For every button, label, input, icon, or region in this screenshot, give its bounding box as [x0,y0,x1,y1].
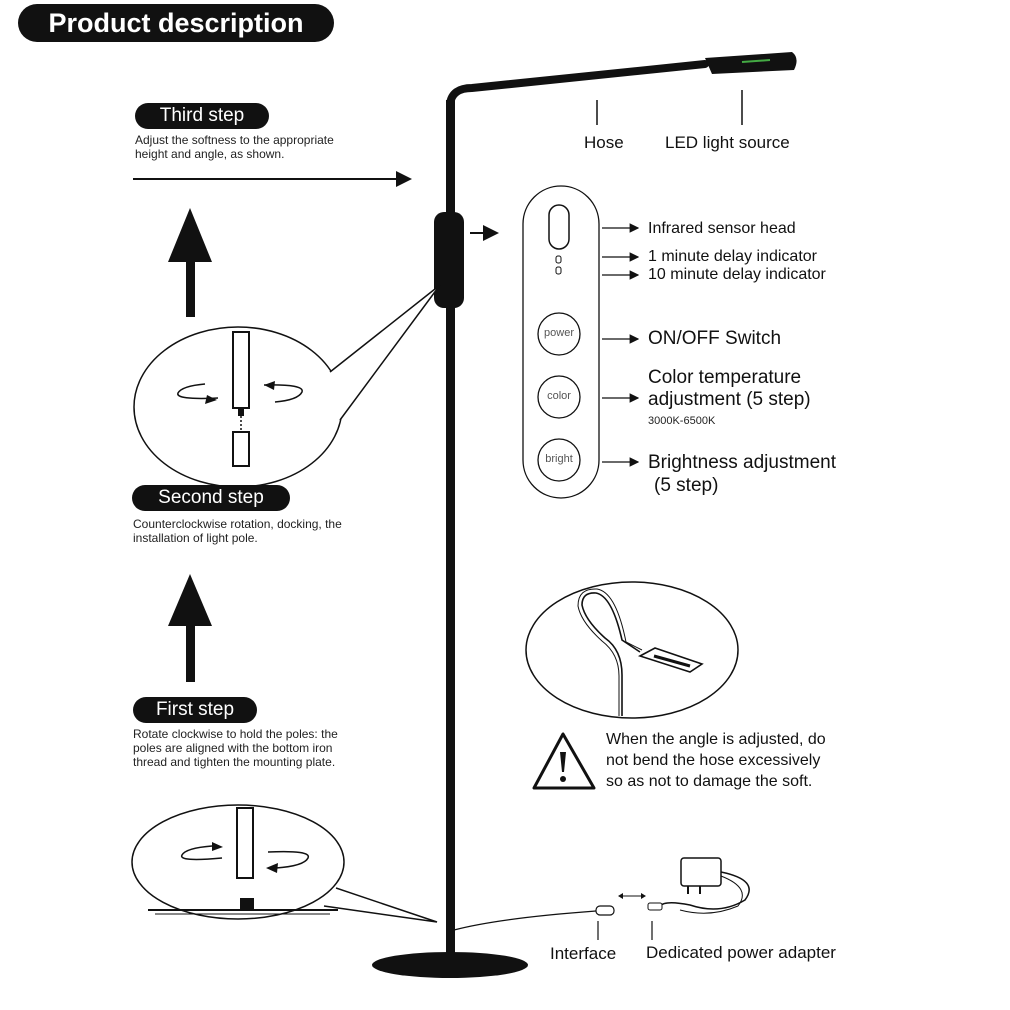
up-arrow-icon [168,208,212,317]
adapter-label: Dedicated power adapter [646,943,836,962]
color-temp-label-1: Color temperature [648,367,802,388]
third-step-text: Adjust the softness to the appropriate h… [135,133,334,161]
lamp-pole [446,100,455,965]
warning-icon [532,732,596,790]
brightness-label-1: Brightness adjustment [648,452,836,473]
page-title: Product description [18,4,334,42]
color-button-label: color [547,390,571,402]
delay1-label: 1 minute delay indicator [648,248,817,265]
second-step-callout [133,284,441,488]
interface-plug [595,905,615,916]
infrared-sensor-icon [548,204,570,250]
led-head [705,52,797,74]
power-button-label: power [544,327,574,339]
indicator-1min-icon [555,255,562,264]
onoff-label: ON/OFF Switch [648,328,782,349]
first-step-badge: First step [133,697,257,723]
color-range-label: 3000K-6500K [648,415,716,427]
infrared-label: Infrared sensor head [648,220,796,237]
first-step-text: Rotate clockwise to hold the poles: the … [133,727,338,769]
color-temp-label-2: adjustment (5 step) [648,389,811,410]
power-adapter-icon [647,857,750,914]
power-cable [453,910,597,931]
indicator-10min-icon [555,266,562,275]
third-step-badge: Third step [135,103,269,129]
warning-line-3: so as not to damage the soft. [606,773,813,790]
brightness-label-2: (5 step) [654,475,719,496]
delay10-label: 10 minute delay indicator [648,266,826,283]
hose-label: Hose [584,133,624,152]
second-step-badge: Second step [132,485,290,511]
first-step-callout [131,804,438,923]
up-arrow-icon [168,574,212,682]
bright-button-label: bright [545,453,573,465]
pole-control-module [434,212,464,308]
second-step-text: Counterclockwise rotation, docking, the … [133,517,342,545]
hose-bend-illustration [525,581,739,719]
warning-line-2: not bend the hose excessively [606,752,821,769]
led-label: LED light source [665,133,790,152]
lamp-hose [446,60,709,108]
warning-line-1: When the angle is adjusted, do [606,731,826,748]
interface-label: Interface [550,944,617,963]
